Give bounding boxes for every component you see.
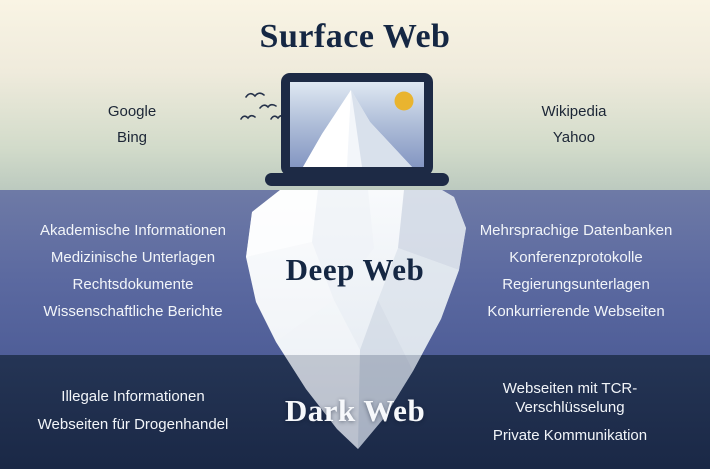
list-item: Konkurrierende Webseiten — [487, 303, 665, 320]
list-item: Regierungsunterlagen — [502, 276, 650, 293]
sun-icon — [394, 91, 414, 111]
deep-web-title: Deep Web — [285, 252, 425, 287]
laptop-icon — [265, 73, 449, 186]
laptop-base — [265, 173, 449, 186]
surface-left-list: Google Bing — [37, 99, 227, 151]
list-item: Mehrsprachige Datenbanken — [479, 222, 673, 239]
list-item: Webseiten mit TCR-Verschlüsselung — [502, 380, 638, 416]
list-item-google: Google — [107, 103, 157, 120]
list-item: Medizinische Unterlagen — [50, 249, 216, 266]
deep-right-list: Mehrsprachige Datenbanken Konferenzproto… — [461, 217, 691, 325]
list-item: Wissenschaftliche Berichte — [43, 303, 223, 320]
dark-web-title: Dark Web — [284, 393, 426, 428]
list-item: Akademische Informationen — [40, 222, 226, 239]
list-item: Rechtsdokumente — [72, 276, 194, 293]
surface-web-title: Surface Web — [259, 18, 451, 55]
list-item-bing: Bing — [116, 129, 148, 146]
iceberg-tip-icon — [303, 90, 412, 167]
surface-right-list: Wikipedia Yahoo — [479, 99, 669, 151]
deep-left-list: Akademische Informationen Medizinische U… — [18, 217, 248, 325]
list-item: Private Kommunikation — [492, 427, 648, 444]
list-item: Webseiten für Drogenhandel — [37, 416, 229, 433]
dark-right-list: Webseiten mit TCR-Verschlüsselung Privat… — [465, 379, 675, 454]
list-item-yahoo: Yahoo — [552, 129, 596, 146]
list-item-wikipedia: Wikipedia — [541, 103, 607, 120]
list-item: Illegale Informationen — [61, 388, 205, 405]
list-item: Konferenzprotokolle — [509, 249, 643, 266]
dark-left-list: Illegale Informationen Webseiten für Dro… — [18, 383, 248, 439]
